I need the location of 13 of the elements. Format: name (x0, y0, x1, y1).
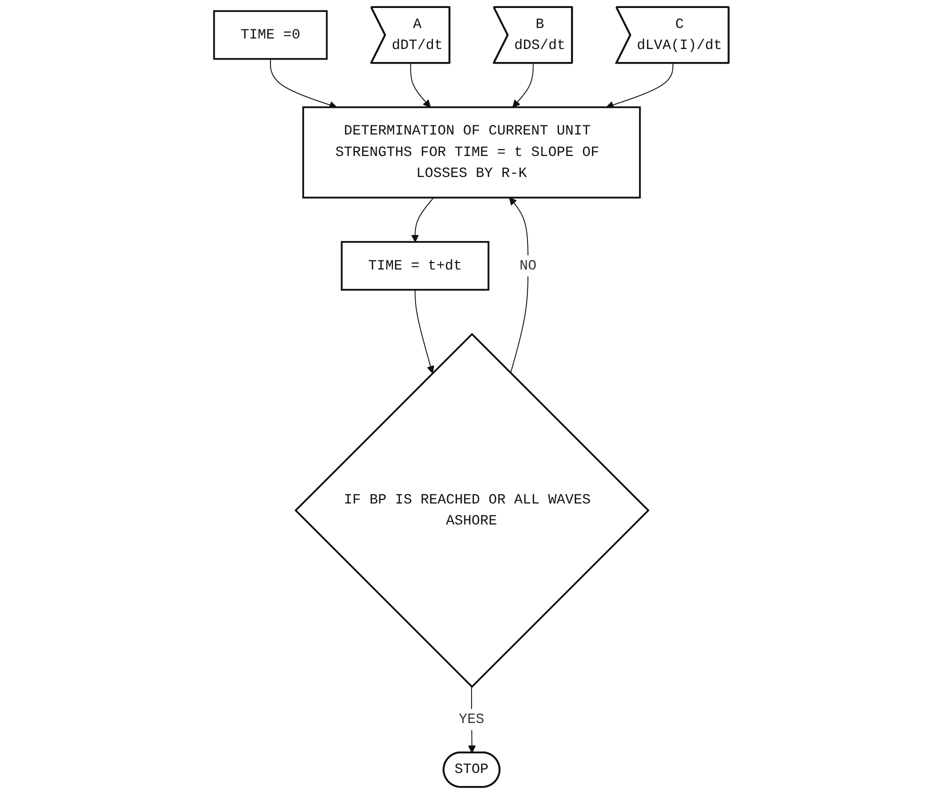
arrow (270, 58, 338, 109)
node-box: DETERMINATION OF CURRENT UNIT STRENGTHS FOR TIME = t SLOPE OF LOSSES BY R-K (302, 106, 641, 198)
node-box: TIME = t+dt (340, 241, 490, 291)
arrow (509, 197, 529, 374)
arrow (606, 62, 674, 109)
edge-label: NO (520, 258, 537, 274)
arrow (410, 62, 431, 108)
edge-label: YES (458, 712, 484, 728)
arrow (411, 197, 434, 242)
arrow (414, 289, 434, 374)
node-diamond: IF BP IS REACHED OR ALL WAVES ASHORE (294, 332, 650, 688)
node-box: TIME =0 (213, 10, 328, 60)
arrow (512, 62, 534, 108)
